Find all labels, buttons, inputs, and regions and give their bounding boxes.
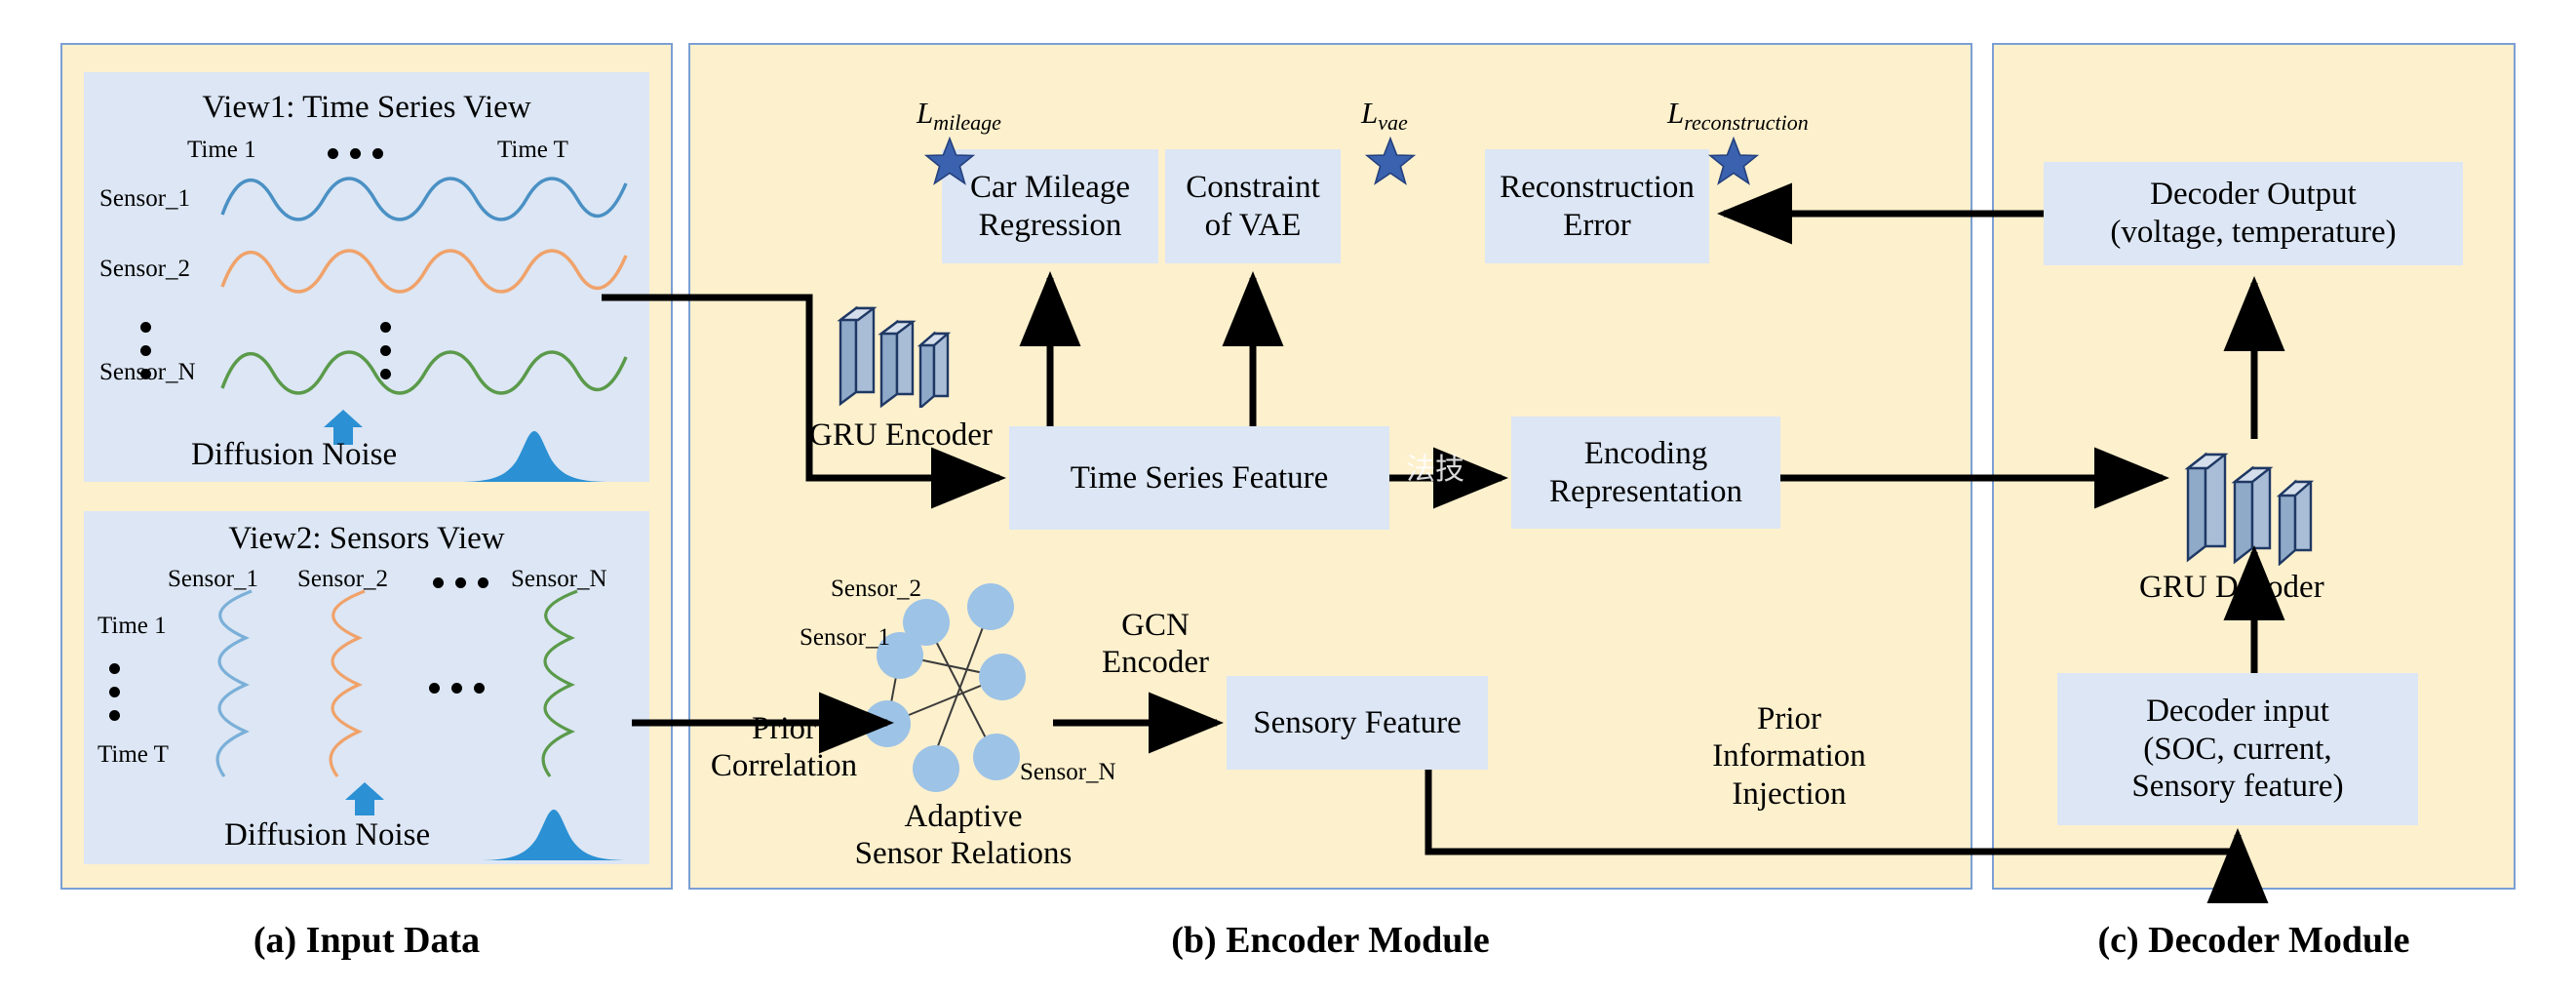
view1-mid-ellipsis bbox=[380, 322, 391, 379]
caption-encoder-module: (b) Encoder Module bbox=[1171, 920, 1490, 961]
view2-time-start-label: Time 1 bbox=[98, 613, 167, 639]
view1-wave-sensor-1 bbox=[220, 177, 628, 221]
gru-decoder-label: GRU Decoder bbox=[2139, 570, 2324, 605]
star-icon-reconstruction bbox=[1708, 137, 1759, 185]
view2-title: View2: Sensors View bbox=[228, 521, 505, 556]
box-decoder-output-label: Decoder Output (voltage, temperature) bbox=[2110, 177, 2397, 250]
star-icon-vae bbox=[1365, 137, 1416, 185]
view2-sensor-1-label: Sensor_1 bbox=[168, 566, 259, 592]
loss-vae-base: L bbox=[1361, 96, 1379, 130]
adaptive-sensor-relations-caption: Adaptive Sensor Relations bbox=[854, 799, 1073, 872]
caption-input-data: (a) Input Data bbox=[253, 920, 481, 961]
view1-row-ellipsis bbox=[140, 322, 151, 379]
view1-axis-start-label: Time 1 bbox=[187, 137, 256, 163]
adaptive-sensor-relations-graph bbox=[864, 583, 1026, 792]
box-constraint-of-vae-label: Constraint of VAE bbox=[1186, 169, 1320, 243]
view2-sensor-2-label: Sensor_2 bbox=[297, 566, 389, 592]
box-time-series-feature-label: Time Series Feature bbox=[1070, 459, 1329, 496]
star-icon-mileage bbox=[924, 137, 975, 185]
box-reconstruction-error[interactable]: Reconstruction Error bbox=[1485, 149, 1709, 263]
prior-correlation-label: Prior Correlation bbox=[710, 711, 858, 784]
view1-gaussian-noise-icon bbox=[456, 431, 612, 482]
view1-diffusion-arrow-icon bbox=[324, 410, 363, 445]
gru-encoder-label: GRU Encoder bbox=[809, 417, 993, 453]
loss-recon-sub: reconstruction bbox=[1684, 110, 1809, 136]
gru-decoder-icon bbox=[2184, 452, 2315, 566]
loss-label-reconstruction: Lreconstruction bbox=[1667, 96, 1809, 136]
view2-sensor-n-label: Sensor_N bbox=[511, 566, 607, 592]
view1-sensor-1-label: Sensor_1 bbox=[99, 185, 191, 212]
view1-axis-ellipsis bbox=[328, 148, 383, 159]
loss-label-mileage: Lmileage bbox=[917, 96, 1001, 136]
view2-diffusion-noise-label: Diffusion Noise bbox=[224, 817, 431, 853]
loss-recon-base: L bbox=[1667, 96, 1685, 130]
view2-mid-ellipsis bbox=[429, 683, 485, 694]
box-sensory-feature[interactable]: Sensory Feature bbox=[1227, 676, 1488, 770]
gru-encoder-icon bbox=[837, 305, 952, 408]
view1-axis-end-label: Time T bbox=[497, 137, 568, 163]
view1-diffusion-noise-label: Diffusion Noise bbox=[191, 437, 398, 472]
box-decoder-input-label: Decoder input (SOC, current, Sensory fea… bbox=[2131, 693, 2344, 805]
box-car-mileage-regression-label: Car Mileage Regression bbox=[969, 169, 1131, 243]
view2-diffusion-arrow-icon bbox=[345, 782, 384, 815]
box-car-mileage-regression[interactable]: Car Mileage Regression bbox=[942, 149, 1158, 263]
view1-sensor-2-label: Sensor_2 bbox=[99, 256, 191, 282]
box-reconstruction-error-label: Reconstruction Error bbox=[1500, 169, 1695, 243]
box-encoding-representation[interactable]: Encoding Representation bbox=[1511, 417, 1780, 529]
box-decoder-input[interactable]: Decoder input (SOC, current, Sensory fea… bbox=[2057, 673, 2418, 825]
view1-sensor-n-label: Sensor_N bbox=[99, 359, 196, 385]
view2-column-ellipsis bbox=[433, 577, 488, 588]
box-constraint-of-vae[interactable]: Constraint of VAE bbox=[1165, 149, 1341, 263]
view1-wave-sensor-n bbox=[220, 350, 628, 395]
view1-time-series bbox=[84, 72, 649, 482]
graph-sensor-1-label: Sensor_1 bbox=[800, 624, 891, 651]
watermark-text: 法技 bbox=[1406, 454, 1464, 486]
loss-mileage-base: L bbox=[917, 96, 934, 130]
view1-title: View1: Time Series View bbox=[202, 90, 531, 125]
loss-vae-sub: vae bbox=[1378, 110, 1408, 136]
view2-gaussian-noise-icon bbox=[476, 810, 632, 860]
box-sensory-feature-label: Sensory Feature bbox=[1253, 704, 1462, 740]
view2-wave-sensor-n bbox=[541, 589, 578, 777]
view2-wave-sensor-1 bbox=[215, 589, 253, 777]
caption-decoder-module: (c) Decoder Module bbox=[2097, 920, 2410, 961]
prior-information-injection-label: Prior Information Injection bbox=[1712, 701, 1866, 812]
view2-time-end-label: Time T bbox=[98, 741, 169, 768]
loss-label-vae: Lvae bbox=[1361, 96, 1408, 136]
gcn-encoder-label: GCN Encoder bbox=[1102, 608, 1209, 681]
view2-wave-sensor-2 bbox=[329, 589, 366, 777]
box-encoding-representation-label: Encoding Representation bbox=[1549, 435, 1742, 509]
view2-row-ellipsis bbox=[109, 663, 120, 721]
graph-sensor-2-label: Sensor_2 bbox=[831, 576, 922, 602]
graph-sensor-n-label: Sensor_N bbox=[1020, 759, 1116, 785]
box-time-series-feature[interactable]: Time Series Feature bbox=[1009, 426, 1389, 530]
loss-mileage-sub: mileage bbox=[933, 110, 1001, 136]
box-decoder-output[interactable]: Decoder Output (voltage, temperature) bbox=[2044, 162, 2463, 265]
view1-wave-sensor-2 bbox=[220, 249, 628, 294]
